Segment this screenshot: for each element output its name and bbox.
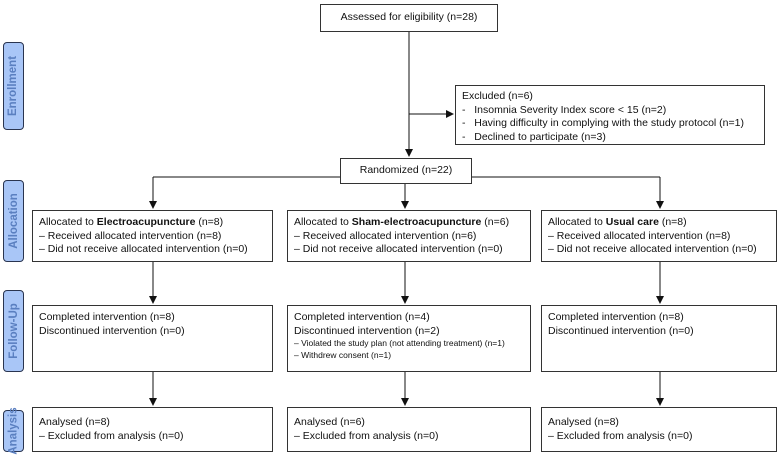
stage-analysis: Analysis [3, 407, 24, 455]
analysis-box: Analysed (n=6)– Excluded from analysis (… [287, 407, 531, 452]
assessed-text: Assessed for eligibility (n=28) [340, 11, 478, 24]
excluded-item: - Declined to participate (n=3) [462, 130, 606, 143]
allocation-title: Allocated to Usual care (n=8) [548, 216, 687, 228]
follow-up-subitem: – Violated the study plan (not attending… [294, 338, 505, 348]
analysis-item: Analysed (n=8) [39, 416, 110, 428]
follow-up-box: Completed intervention (n=4)Discontinued… [287, 305, 531, 372]
stage-label: Analysis [7, 407, 20, 455]
excluded-item: - Having difficulty in complying with th… [462, 117, 744, 129]
stage-label: Allocation [7, 193, 20, 249]
assessed-box: Assessed for eligibility (n=28) [320, 4, 498, 32]
randomized-box: Randomized (n=22) [340, 158, 472, 184]
allocation-item: – Received allocated intervention (n=8) [548, 229, 731, 242]
allocation-item: – Did not receive allocated intervention… [548, 243, 757, 255]
stage-label: Follow-Up [7, 303, 20, 359]
allocation-item: – Did not receive allocated intervention… [39, 243, 248, 255]
follow-up-subitem: – Withdrew consent (n=1) [294, 349, 392, 360]
follow-up-item: Discontinued intervention (n=0) [39, 324, 185, 337]
excluded-box: Excluded (n=6) - Insomnia Severity Index… [455, 85, 765, 145]
analysis-box: Analysed (n=8)– Excluded from analysis (… [541, 407, 777, 452]
follow-up-box: Completed intervention (n=8)Discontinued… [32, 305, 273, 372]
excluded-item: - Insomnia Severity Index score < 15 (n=… [462, 103, 667, 116]
analysis-item: – Excluded from analysis (n=0) [294, 429, 439, 442]
allocation-item: – Received allocated intervention (n=6) [294, 229, 477, 242]
follow-up-box: Completed intervention (n=8)Discontinued… [541, 305, 777, 372]
follow-up-item: Completed intervention (n=4) [294, 311, 430, 323]
analysis-item: – Excluded from analysis (n=0) [548, 429, 693, 442]
stage-allocation: Allocation [3, 180, 24, 262]
allocation-title: Allocated to Sham-electroacupuncture (n=… [294, 216, 510, 228]
analysis-item: Analysed (n=8) [548, 416, 619, 428]
follow-up-item: Discontinued intervention (n=0) [548, 324, 694, 337]
stage-follow-up: Follow-Up [3, 290, 24, 372]
excluded-title: Excluded (n=6) [462, 90, 533, 102]
follow-up-item: Completed intervention (n=8) [39, 311, 175, 323]
allocation-box: Allocated to Electroacupuncture (n=8)– R… [32, 210, 273, 262]
allocation-item: – Did not receive allocated intervention… [294, 243, 503, 255]
allocation-item: – Received allocated intervention (n=8) [39, 229, 222, 242]
follow-up-item: Completed intervention (n=8) [548, 311, 684, 323]
allocation-box: Allocated to Sham-electroacupuncture (n=… [287, 210, 531, 262]
allocation-box: Allocated to Usual care (n=8)– Received … [541, 210, 777, 262]
randomized-text: Randomized (n=22) [359, 164, 453, 177]
stage-enrollment: Enrollment [3, 42, 24, 130]
stage-label: Enrollment [7, 55, 20, 117]
analysis-box: Analysed (n=8)– Excluded from analysis (… [32, 407, 273, 452]
follow-up-item: Discontinued intervention (n=2) [294, 324, 440, 337]
allocation-title: Allocated to Electroacupuncture (n=8) [39, 216, 224, 228]
analysis-item: – Excluded from analysis (n=0) [39, 429, 184, 442]
analysis-item: Analysed (n=6) [294, 416, 365, 428]
